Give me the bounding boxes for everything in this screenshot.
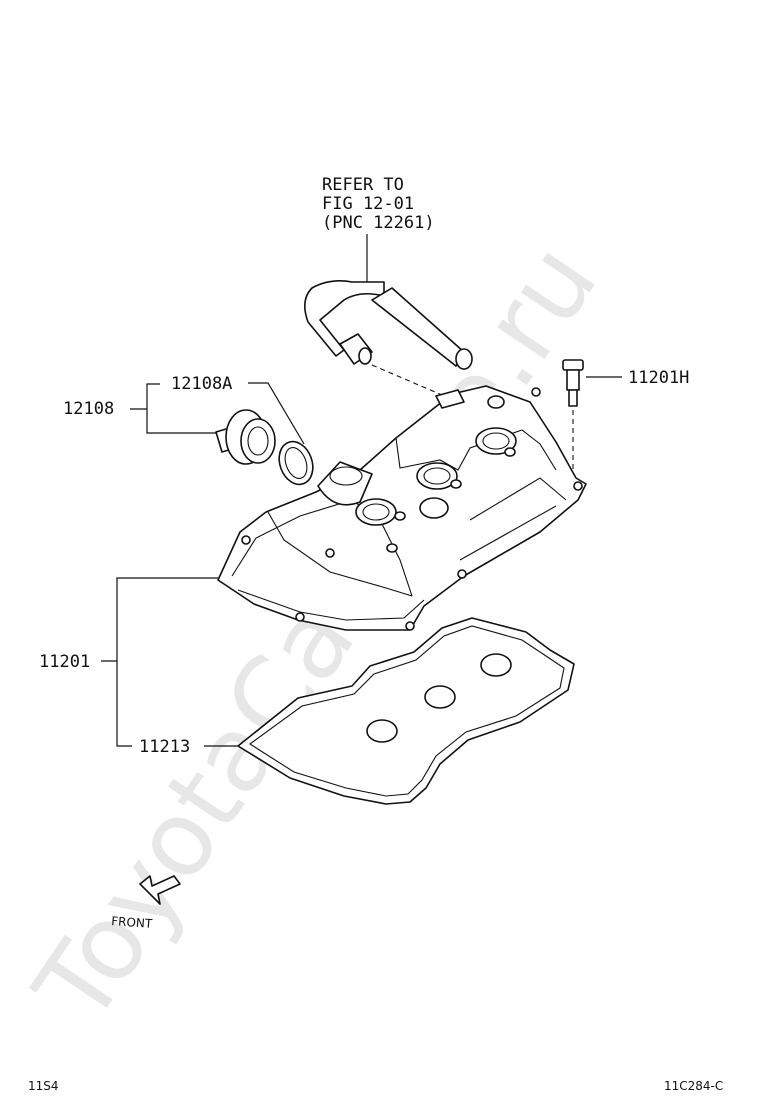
leader-12108: [130, 383, 160, 410]
front-label: FRONT: [111, 914, 154, 931]
leader-12108A: [248, 382, 305, 445]
cylinder-head-cover: [217, 385, 587, 631]
reference-note-line-3: (PNC 12261): [322, 213, 435, 233]
cover-bolt: [562, 359, 584, 478]
part-label-12108A: 12108A: [171, 374, 232, 394]
leader-11213: [116, 661, 132, 747]
part-label-11201: 11201: [39, 652, 90, 672]
reference-note-line-2: FIG 12-01: [322, 194, 414, 214]
leader-11201: [101, 577, 218, 662]
part-label-11201H: 11201H: [628, 368, 689, 388]
oil-filler-cap: [215, 409, 276, 465]
reference-note-line-1: REFER TO: [322, 175, 404, 195]
filler-cap-gasket: [278, 440, 314, 486]
footer-left-code: 11S4: [28, 1079, 59, 1093]
leader-12108-cap: [146, 409, 216, 434]
breather-hose: [304, 234, 473, 396]
part-label-11213: 11213: [139, 737, 190, 757]
reference-note: REFER TO FIG 12-01 (PNC 12261): [322, 175, 435, 233]
head-cover-gasket: [237, 617, 575, 805]
front-indicator: FRONT: [111, 875, 181, 931]
footer-right-code: 11C284-C: [664, 1079, 723, 1093]
part-label-12108: 12108: [63, 399, 114, 419]
front-arrow-icon: [139, 875, 181, 905]
